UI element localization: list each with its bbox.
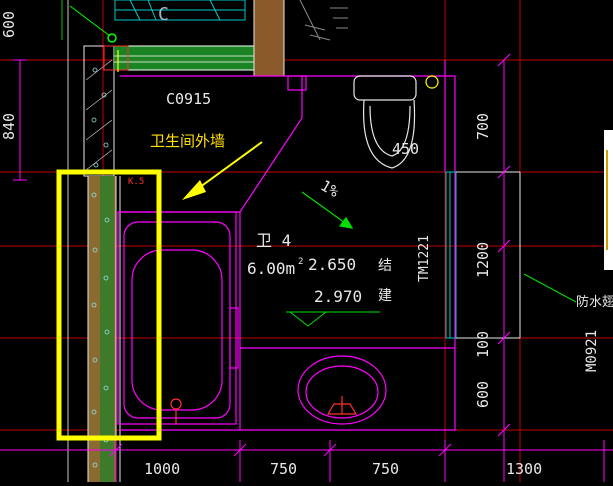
window-code-label: C0915 — [166, 90, 211, 108]
arch-char-label: 建 — [378, 288, 392, 304]
top-wall — [103, 0, 285, 76]
leader-line — [523, 273, 577, 303]
highlight-box[interactable] — [56, 169, 162, 441]
wall-hatch-lines — [85, 59, 113, 171]
right-dimension-line — [497, 53, 511, 482]
level-marker — [286, 311, 380, 327]
level-struct-label: 2.650 — [308, 255, 356, 274]
door-code-2-label: M0921 — [584, 330, 600, 372]
right-door-panel — [445, 171, 521, 339]
wash-basin-fixture — [297, 355, 387, 425]
slope-label: 1% — [317, 176, 342, 201]
room-area-label: 6.00m — [247, 259, 295, 278]
dim-left-840: 840 — [0, 113, 18, 140]
dim-right-600: 600 — [474, 381, 492, 408]
dim-bottom-1300: 1300 — [506, 460, 542, 478]
bottom-dimension-line — [0, 440, 613, 482]
dim-left-600: 600 — [0, 11, 18, 38]
bathtub-fixture — [117, 211, 239, 425]
level-arch-label: 2.970 — [314, 287, 362, 306]
slope-arrow — [301, 191, 354, 229]
struct-char-label: 结 — [378, 258, 392, 274]
left-guide-lines — [13, 0, 117, 482]
top-fixture-fragment: C — [114, 0, 348, 41]
waterproof-note: 防水翅 — [576, 294, 613, 310]
svg-text:C: C — [158, 4, 169, 25]
toilet-fixture — [353, 75, 439, 169]
red-mark-label: K.5 — [128, 177, 144, 187]
room-name-label: 卫 4 — [256, 231, 291, 250]
dim-bottom-750a: 750 — [270, 460, 297, 478]
dim-bottom-1000: 1000 — [144, 460, 180, 478]
dim-right-1200: 1200 — [474, 242, 492, 278]
area-superscript: 2 — [298, 257, 303, 267]
dim-right-700: 700 — [474, 113, 492, 140]
annotation-arrow — [182, 141, 263, 200]
dim-right-100: 100 — [474, 331, 492, 358]
door-code-label: TM1221 — [417, 235, 432, 282]
dim-450-label: 450 — [392, 140, 419, 158]
annotation-label: 卫生间外墙 — [150, 132, 225, 150]
edge-fragment — [604, 130, 613, 270]
exterior-wall-left — [83, 45, 121, 482]
dim-bottom-750b: 750 — [372, 460, 399, 478]
